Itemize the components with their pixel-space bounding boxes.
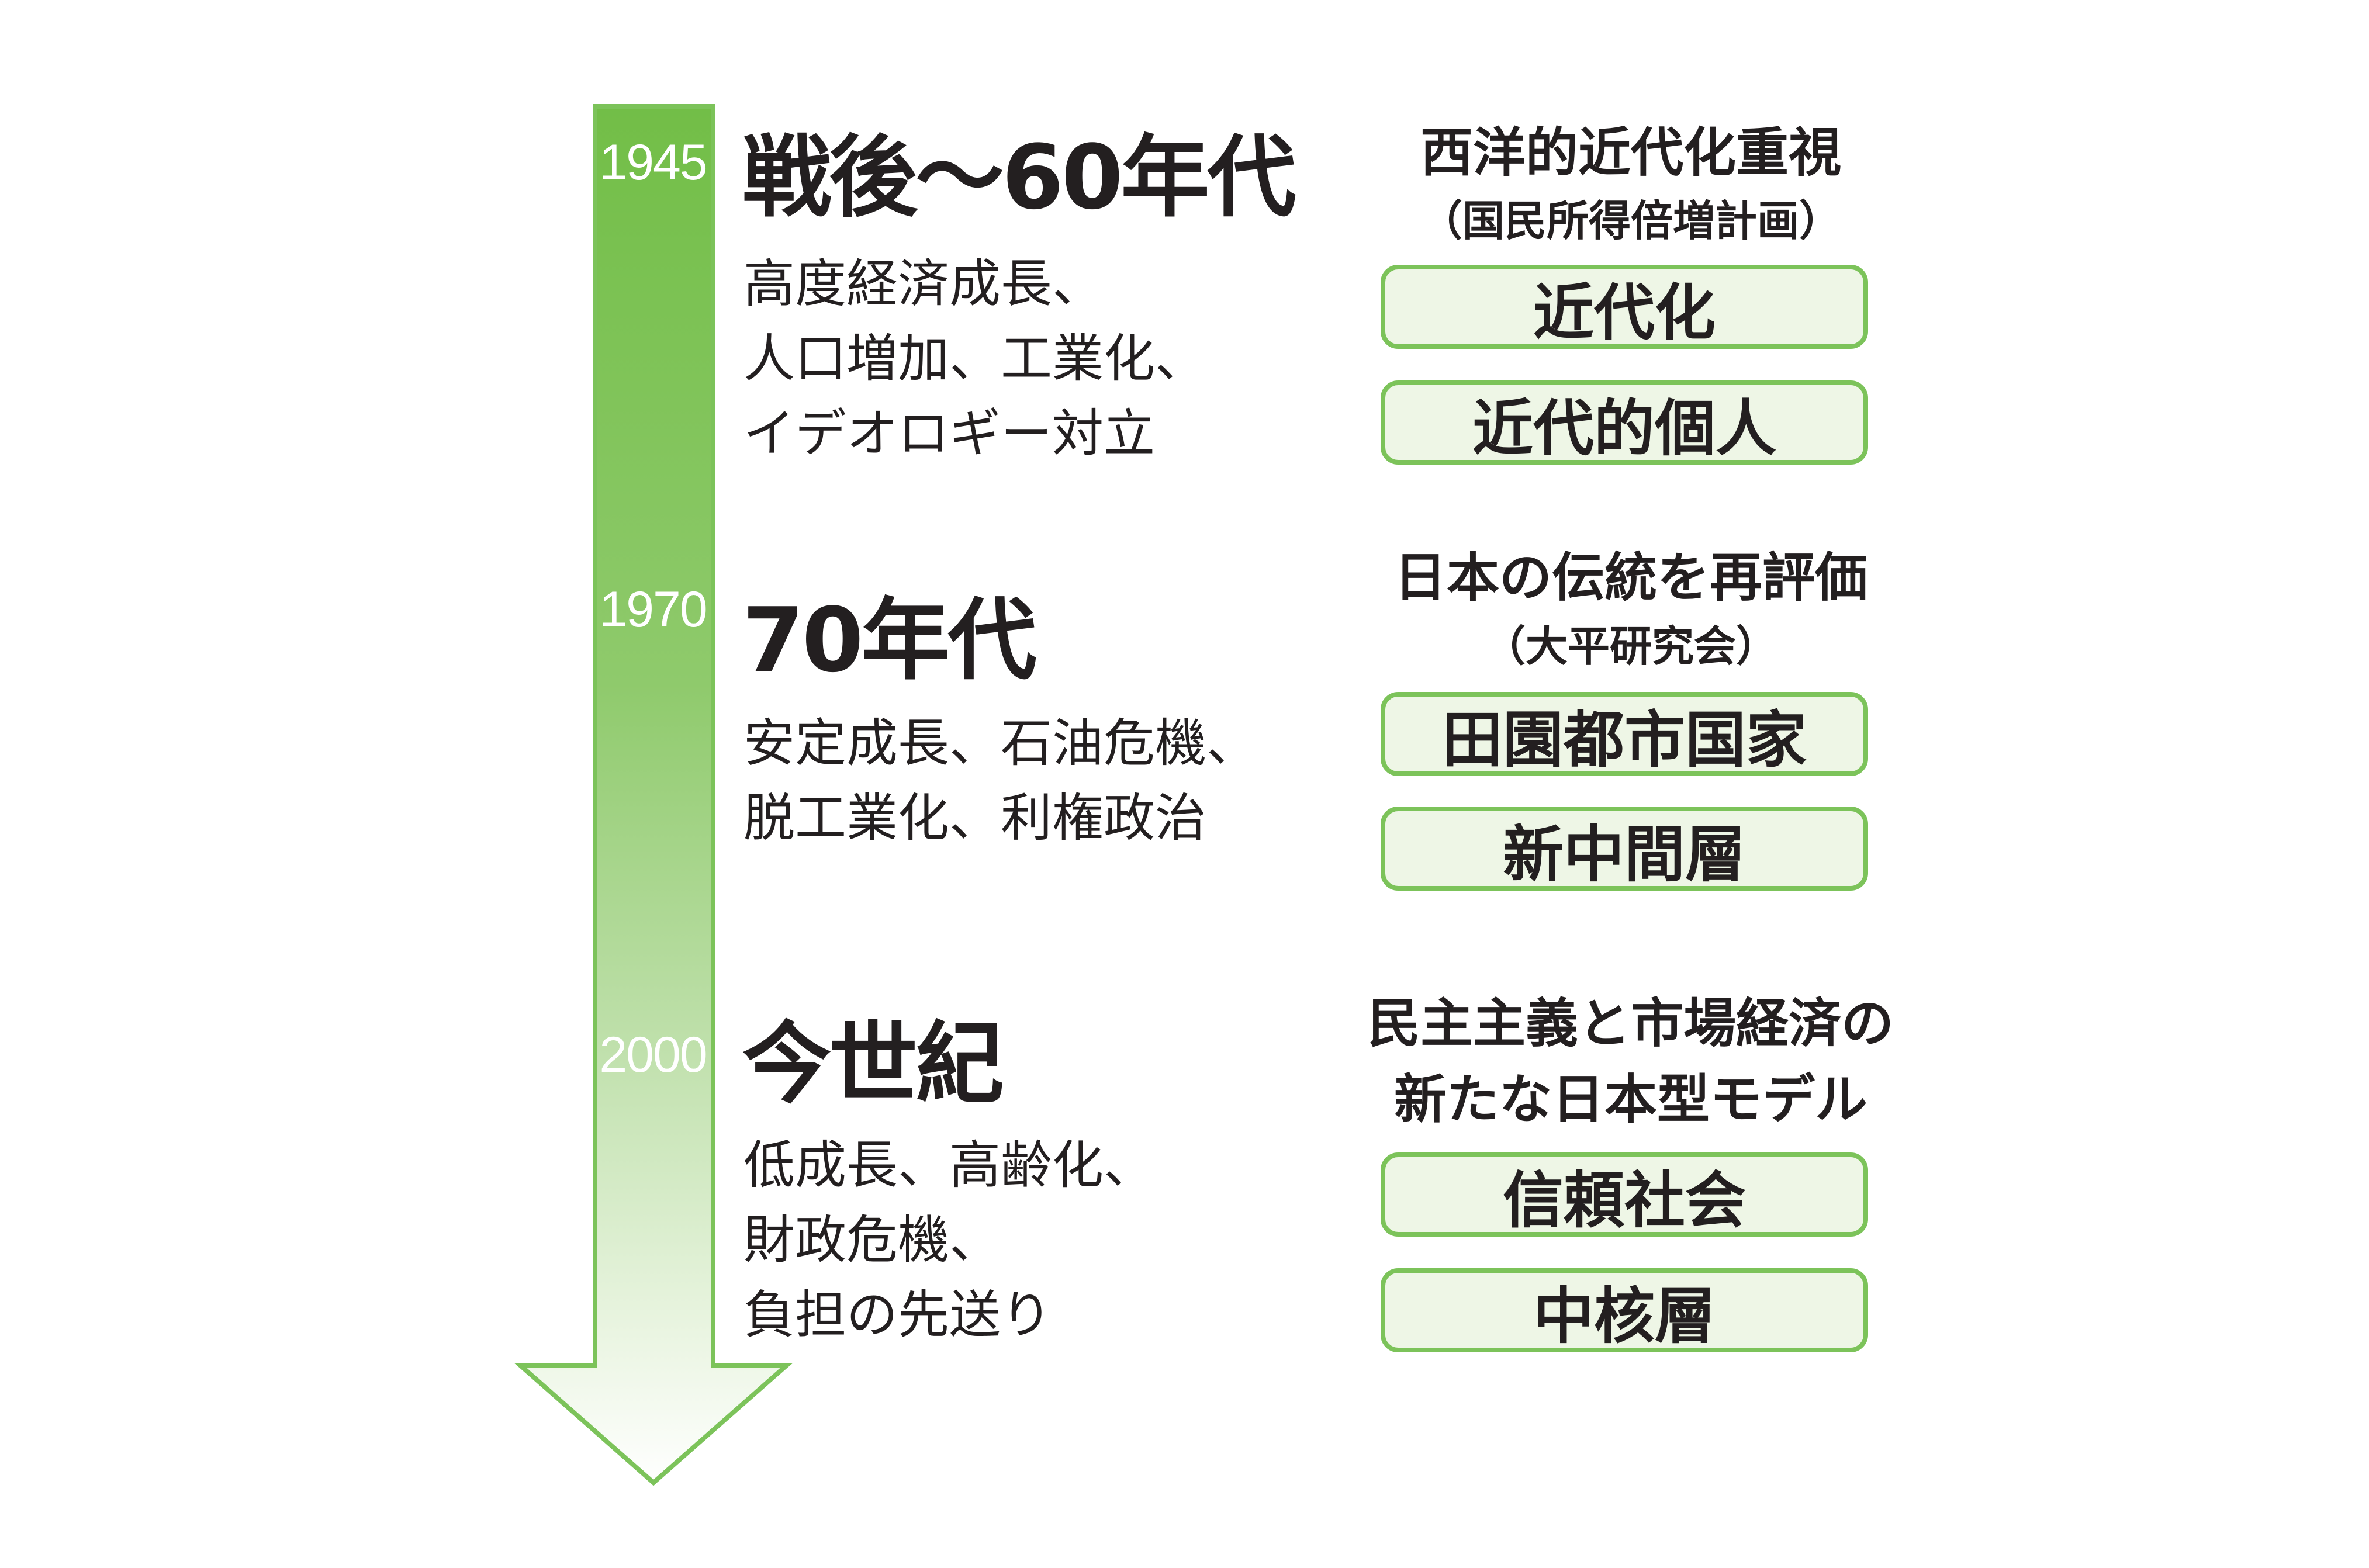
- era-title-70s: 70年代: [742, 589, 1037, 692]
- era-heading-this-century-line-1: 民主主義と市場経済の: [1368, 993, 1894, 1054]
- era-description-this-century: 低成長、高齢化、 財政危機、 負担の先送り: [743, 1128, 1155, 1352]
- concept-box-new-middle-class: 新中間層: [1381, 807, 1868, 891]
- era-heading-this-century-line-2: 新たな日本型モデル: [1394, 1069, 1867, 1130]
- timeline-arrow-shape: [514, 104, 793, 1486]
- era-description-line: 安定成長、石油危機、: [743, 713, 1258, 773]
- concept-box-trust-society: 信頼社会: [1381, 1152, 1868, 1237]
- era-heading-70s: 日本の伝統を再評価: [1394, 547, 1867, 608]
- era-subheading-70s: （大平研究会）: [1483, 622, 1778, 671]
- era-title-postwar: 戦後～60年代: [742, 126, 1296, 229]
- concept-box-core-class: 中核層: [1381, 1268, 1868, 1352]
- era-description-line: 負担の先送り: [743, 1285, 1053, 1345]
- era-description-line: 脱工業化、利権政治: [743, 788, 1207, 848]
- era-description-line: 高度経済成長、: [743, 254, 1104, 314]
- era-description-70s: 安定成長、石油危機、 脱工業化、利権政治: [743, 706, 1258, 856]
- concept-box-garden-city-state: 田園都市国家: [1381, 692, 1868, 776]
- concept-box-modernization: 近代化: [1381, 265, 1868, 349]
- era-subheading-postwar: （国民所得倍増計画）: [1420, 196, 1841, 245]
- year-label-1970: 1970: [599, 581, 707, 638]
- era-description-line: 低成長、高齢化、: [743, 1135, 1156, 1195]
- era-description-line: イデオロギー対立: [743, 403, 1156, 463]
- era-description-line: 財政危機、: [743, 1210, 1001, 1270]
- era-description-postwar: 高度経済成長、 人口増加、工業化、 イデオロギー対立: [743, 247, 1206, 471]
- era-description-line: 人口増加、工業化、: [743, 328, 1207, 389]
- era-heading-postwar: 西洋的近代化重視: [1420, 122, 1841, 184]
- year-label-1945: 1945: [599, 134, 707, 191]
- era-title-this-century: 今世紀: [742, 1012, 1004, 1116]
- concept-box-modern-individual: 近代的個人: [1381, 380, 1868, 465]
- year-label-2000: 2000: [599, 1027, 707, 1083]
